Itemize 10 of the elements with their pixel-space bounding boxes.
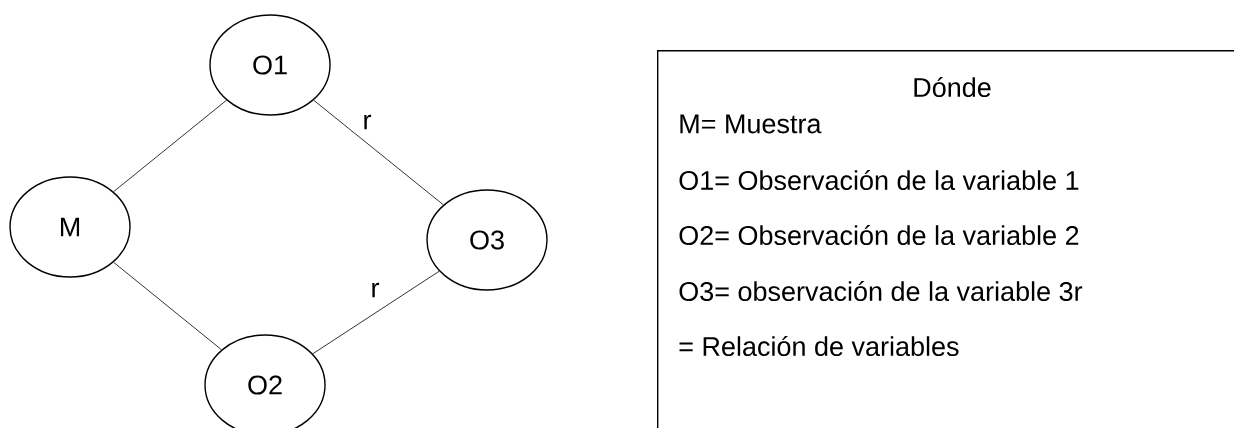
- connector-line: [312, 270, 440, 355]
- connector-line: [113, 261, 222, 351]
- ellipse-node: O3: [426, 189, 548, 291]
- edge-label: r: [364, 114, 372, 130]
- ellipse-node: M: [9, 176, 131, 278]
- connector-line: [113, 99, 227, 193]
- legend-box: Dónde M= Muestra O1= Observación de la variable 1 O2= Observación de la variable 2 O3= observación de la variable 3r = Relación de variables: [657, 50, 1234, 428]
- ellipse-node: O1: [209, 14, 331, 116]
- connector-line: [313, 99, 444, 206]
- edge-label: r: [372, 282, 380, 298]
